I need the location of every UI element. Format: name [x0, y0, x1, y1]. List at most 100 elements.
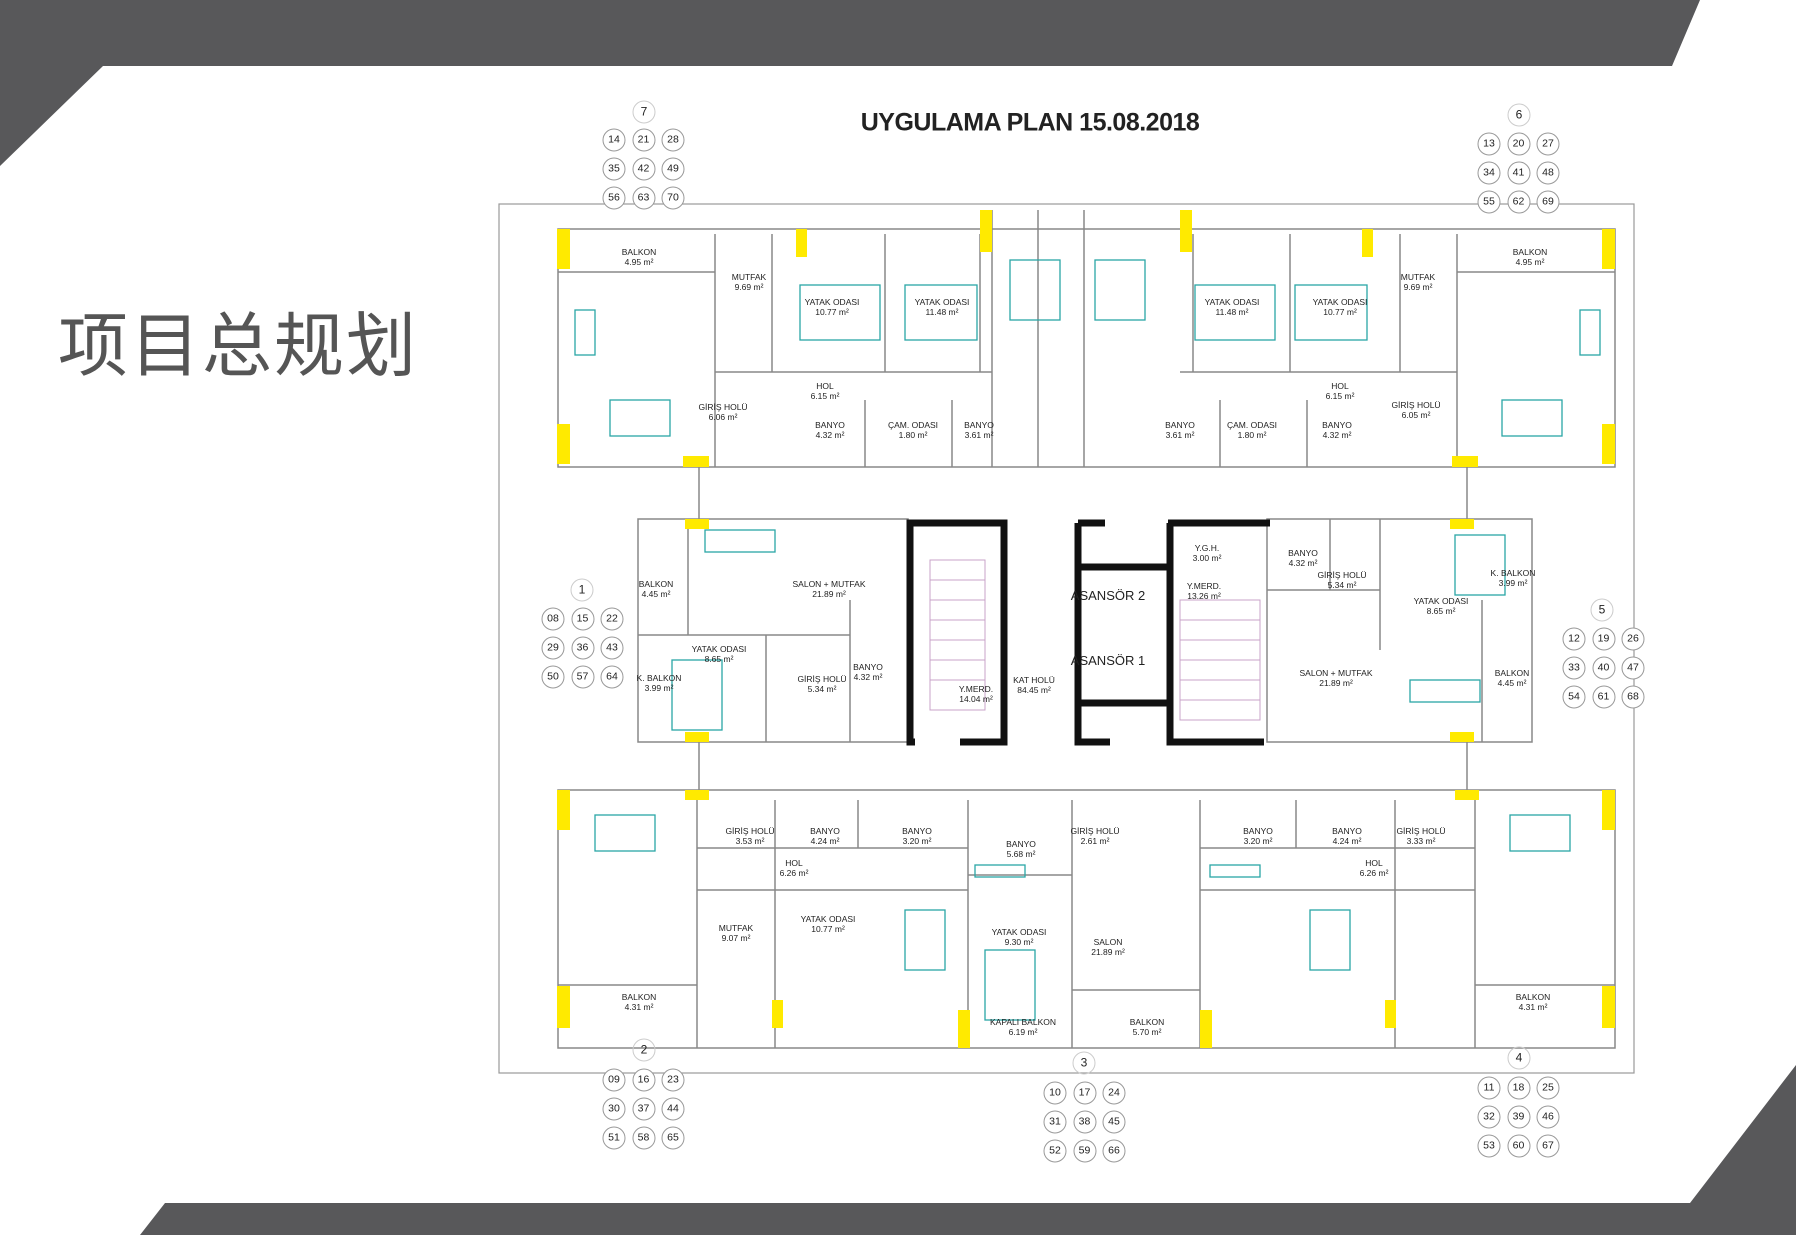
- room-name: BANYO: [810, 826, 840, 836]
- unit-number: 70: [661, 186, 685, 210]
- unit-number: 64: [600, 665, 624, 689]
- room-name: BANYO: [1165, 420, 1195, 430]
- room-area: 10.77 m²: [811, 924, 845, 934]
- room-name: K. BALKON: [1490, 568, 1536, 578]
- block-number: 7: [632, 100, 656, 124]
- bottom-band: [140, 1065, 1796, 1235]
- unit-number: 09: [602, 1068, 626, 1092]
- site-frame: [498, 203, 1635, 1074]
- unit-number: 68: [1621, 685, 1645, 709]
- unit-number: 62: [1507, 190, 1530, 214]
- room-area: 3.20 m²: [902, 836, 932, 846]
- room-name: YATAK ODASI: [1312, 297, 1368, 307]
- unit-number: 43: [600, 636, 624, 660]
- unit-number: 35: [602, 157, 626, 181]
- room-area: 4.45 m²: [1497, 678, 1527, 688]
- unit-number: 49: [661, 157, 685, 181]
- room-area: 4.31 m²: [1518, 1002, 1548, 1012]
- room-area: 3.99 m²: [644, 683, 674, 693]
- block-number: 3: [1072, 1051, 1096, 1075]
- unit-number: 48: [1536, 161, 1560, 185]
- block-number: 1: [570, 578, 594, 602]
- room-area: 2.61 m²: [1080, 836, 1110, 846]
- unit-number: 55: [1477, 190, 1501, 214]
- unit-number: 36: [571, 636, 594, 660]
- room-area: 3.33 m²: [1406, 836, 1436, 846]
- room-area: 21.89 m²: [1091, 947, 1125, 957]
- room-area: 3.20 m²: [1243, 836, 1273, 846]
- room-area: 3.53 m²: [735, 836, 765, 846]
- block-number: 6: [1507, 103, 1531, 127]
- room-name: BALKON: [1494, 668, 1530, 678]
- unit-number: 32: [1477, 1105, 1501, 1129]
- room-area: 4.32 m²: [853, 672, 883, 682]
- room-area: 5.70 m²: [1132, 1027, 1162, 1037]
- unit-number: 59: [1073, 1139, 1096, 1163]
- room-area: 4.31 m²: [624, 1002, 654, 1012]
- block-number: 2: [632, 1038, 656, 1062]
- room-name: HOL: [785, 858, 803, 868]
- room-area: 3.99 m²: [1498, 578, 1528, 588]
- room-name: GİRİŞ HOLÜ: [1391, 400, 1441, 410]
- unit-number: 69: [1536, 190, 1560, 214]
- room-area: 4.45 m²: [641, 589, 671, 599]
- room-name: BALKON: [621, 992, 657, 1002]
- unit-number: 42: [632, 157, 655, 181]
- room-area: 9.69 m²: [1403, 282, 1433, 292]
- room-name: ASANSÖR 2: [1070, 588, 1146, 603]
- room-area: 9.69 m²: [734, 282, 764, 292]
- room-area: 4.32 m²: [1288, 558, 1318, 568]
- room-area: 11.48 m²: [925, 307, 959, 317]
- room-name: BANYO: [815, 420, 845, 430]
- room-name: SALON + MUTFAK: [792, 579, 866, 589]
- unit-number: 38: [1073, 1110, 1096, 1134]
- room-area: 4.95 m²: [624, 257, 654, 267]
- plan-title: UYGULAMA PLAN 15.08.2018: [860, 108, 1200, 137]
- unit-number: 52: [1043, 1139, 1067, 1163]
- room-name: BANYO: [1243, 826, 1273, 836]
- room-area: 5.34 m²: [807, 684, 837, 694]
- unit-number: 28: [661, 128, 685, 152]
- room-name: GİRİŞ HOLÜ: [1070, 826, 1120, 836]
- unit-number: 66: [1102, 1139, 1126, 1163]
- room-name: BALKON: [638, 579, 674, 589]
- unit-number: 21: [632, 128, 655, 152]
- room-area: 21.89 m²: [1319, 678, 1353, 688]
- unit-number: 33: [1562, 656, 1586, 680]
- unit-number: 44: [661, 1097, 685, 1121]
- room-name: K. BALKON: [636, 673, 682, 683]
- unit-number: 23: [661, 1068, 685, 1092]
- unit-number: 20: [1507, 132, 1530, 156]
- room-name: GİRİŞ HOLÜ: [1317, 570, 1367, 580]
- room-area: 3.00 m²: [1192, 553, 1222, 563]
- room-name: MUTFAK: [718, 923, 754, 933]
- room-name: BANYO: [902, 826, 932, 836]
- room-name: Y.MERD.: [958, 684, 994, 694]
- room-area: 6.26 m²: [1359, 868, 1389, 878]
- unit-number: 50: [541, 665, 565, 689]
